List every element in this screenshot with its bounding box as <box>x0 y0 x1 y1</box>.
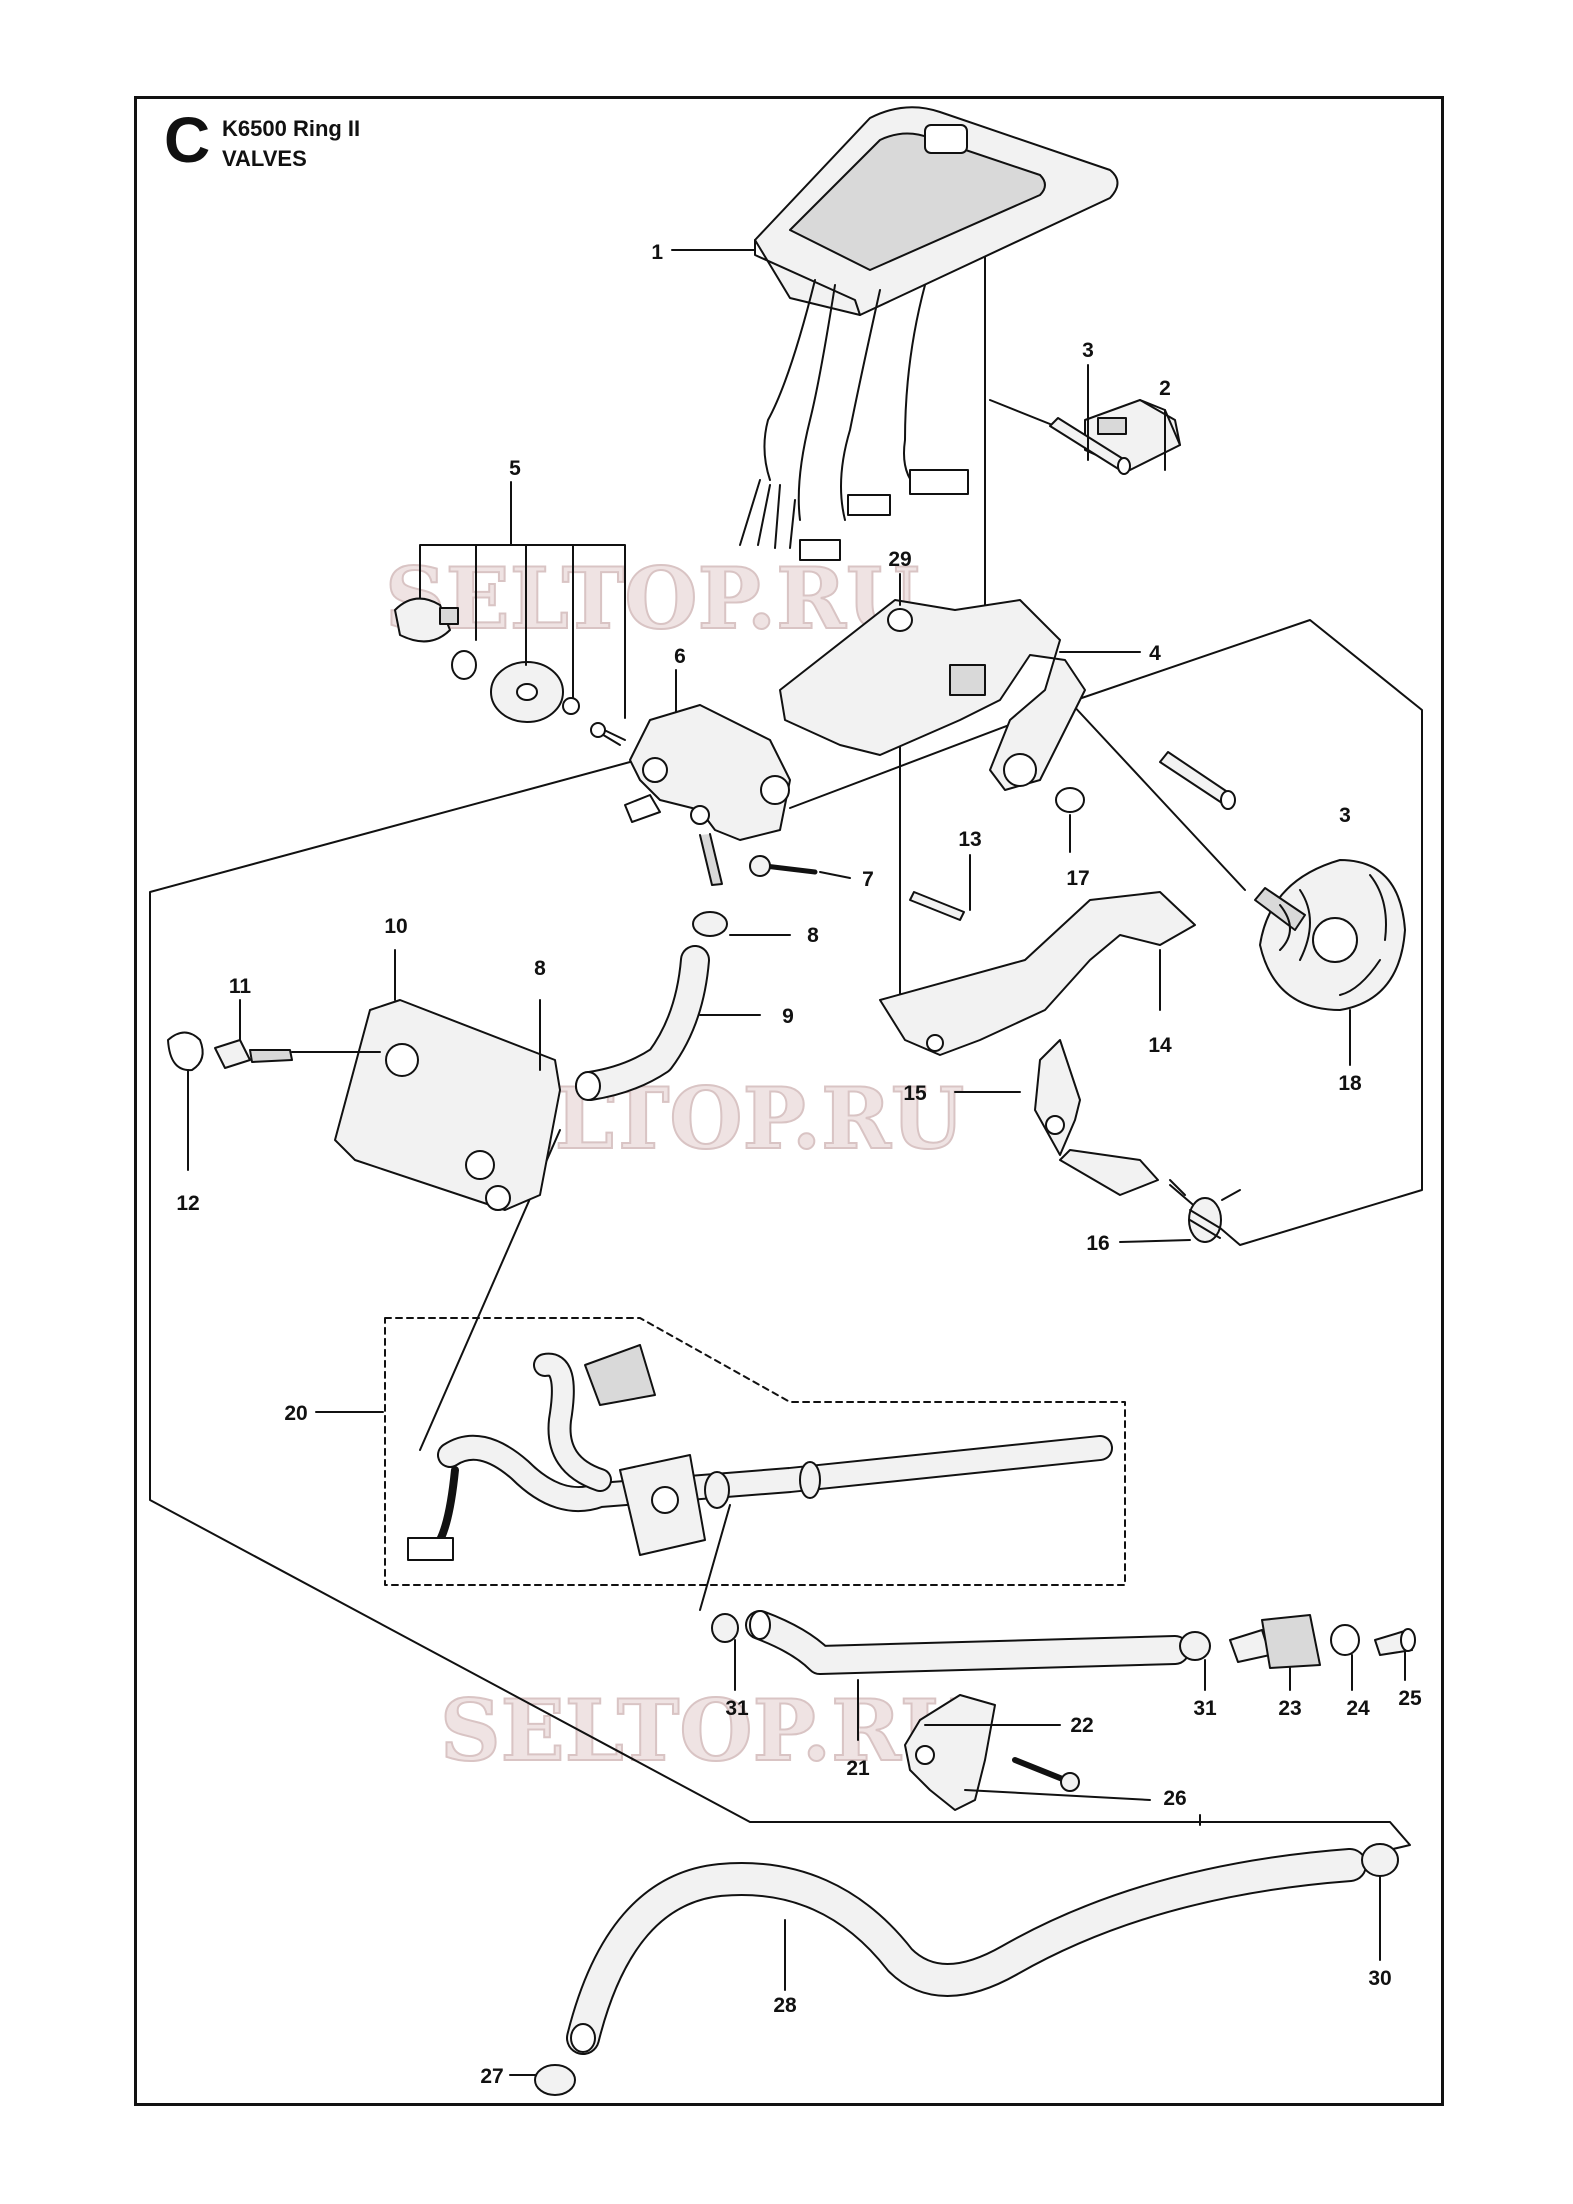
watermark: SELTOP.RU <box>385 549 919 648</box>
callout-30: 30 <box>1368 1967 1391 1990</box>
hose-clamp <box>1179 1631 1211 1661</box>
callout-20: 20 <box>284 1402 307 1425</box>
callout-17: 17 <box>1066 867 1089 890</box>
diagram-title: VALVES <box>222 146 307 171</box>
hose-clamp <box>711 1613 739 1643</box>
section-letter: C <box>164 104 211 176</box>
callout-8-upper: 8 <box>807 924 819 947</box>
callout-29: 29 <box>888 548 911 571</box>
callout-23: 23 <box>1278 1697 1301 1720</box>
guide-line <box>419 544 626 719</box>
hose-harness <box>407 1344 1113 1561</box>
o-ring <box>1055 787 1085 813</box>
plug-screw <box>1374 1628 1416 1656</box>
handle-bracket <box>779 599 1086 791</box>
diagram-frame <box>134 96 1444 2106</box>
o-ring <box>1330 1624 1360 1656</box>
harness-dashed-box <box>384 1317 1126 1586</box>
callout-24: 24 <box>1346 1697 1370 1720</box>
spring <box>1169 1179 1241 1243</box>
callout-6: 6 <box>674 645 686 668</box>
handle-cover <box>671 106 1119 561</box>
hose <box>577 947 708 1099</box>
nipple-fitting <box>214 1039 293 1069</box>
callout-11: 11 <box>229 975 252 998</box>
throttle-lever <box>879 891 1196 1056</box>
callout-4: 4 <box>1149 642 1161 665</box>
callout-1: 1 <box>651 241 663 264</box>
long-hose <box>568 1850 1365 2053</box>
pin <box>909 891 965 921</box>
guide-line <box>699 1504 731 1611</box>
callout-18: 18 <box>1338 1072 1362 1095</box>
callout-28: 28 <box>773 1994 797 2017</box>
o-ring <box>887 608 913 632</box>
callout-12: 12 <box>176 1192 199 1215</box>
watermark: SELTOP.RU <box>440 1681 974 1780</box>
hose-section <box>745 1610 1190 1675</box>
callout-21: 21 <box>846 1757 870 1780</box>
assembly-outline <box>1069 619 1423 1246</box>
callout-7: 7 <box>862 868 874 891</box>
trigger <box>1034 1039 1159 1196</box>
o-ring <box>167 1031 204 1072</box>
pin-lower <box>1159 751 1236 810</box>
hose-clamp <box>534 1843 1399 2096</box>
callout-26: 26 <box>1163 1787 1186 1810</box>
valve-wheel <box>1254 859 1406 1011</box>
screw <box>1012 1757 1080 1792</box>
callout-2: 2 <box>1159 377 1171 400</box>
callout-3-upper: 3 <box>1082 339 1094 362</box>
callout-27: 27 <box>480 2065 503 2088</box>
callout-5: 5 <box>509 457 521 480</box>
callout-22: 22 <box>1070 1714 1093 1737</box>
valve-insert <box>1229 1614 1321 1669</box>
guide-line <box>1069 701 1246 891</box>
callout-16: 16 <box>1086 1232 1109 1255</box>
mounting-plate <box>334 999 561 1211</box>
callout-31-left: 31 <box>725 1697 749 1720</box>
callout-13: 13 <box>958 828 981 851</box>
callout-8-lower: 8 <box>534 957 546 980</box>
callout-14: 14 <box>1148 1034 1172 1057</box>
knob-assembly <box>394 597 626 746</box>
callout-25: 25 <box>1398 1687 1422 1710</box>
model-name: K6500 Ring II <box>222 116 361 141</box>
callout-10: 10 <box>384 915 407 938</box>
callout-9: 9 <box>782 1005 794 1028</box>
screw <box>749 855 818 877</box>
callout-31-right: 31 <box>1193 1697 1217 1720</box>
valve-body <box>624 704 791 886</box>
callout-15: 15 <box>903 1082 927 1105</box>
callout-3-lower: 3 <box>1339 804 1351 827</box>
assembly-outline <box>149 761 1411 1859</box>
hose-clip <box>904 1694 996 1811</box>
